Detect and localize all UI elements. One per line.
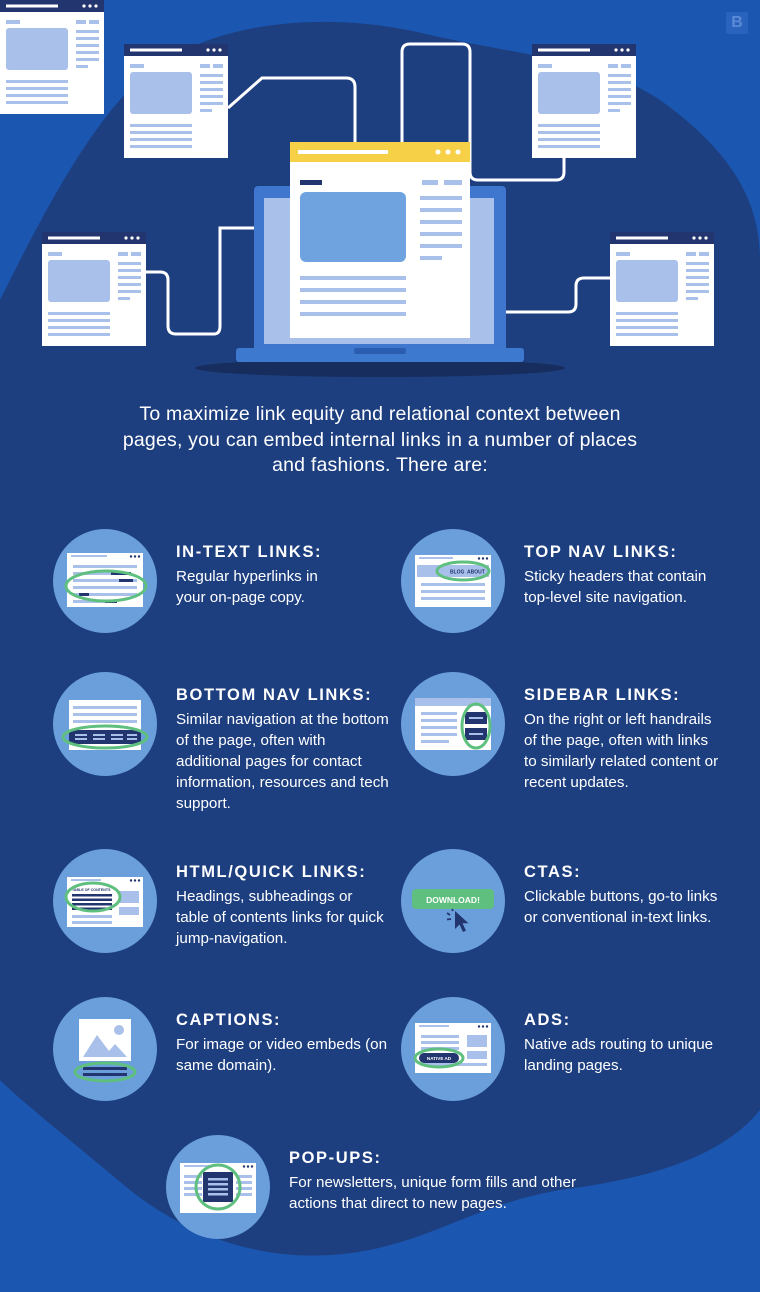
- item-description: Headings, subheadings or table of conten…: [176, 888, 384, 947]
- icon-label-blog: BLOG: [450, 570, 465, 576]
- item-title: SIDEBAR LINKS:: [524, 686, 681, 704]
- item-title: ADS:: [524, 1011, 571, 1029]
- image-caption-icon: [53, 997, 157, 1101]
- icon-label-about: ABOUT: [467, 570, 485, 576]
- item-description: Regular hyperlinks in your on-page copy.: [176, 568, 318, 606]
- download-button-icon: DOWNLOAD!: [401, 849, 505, 953]
- item-description: On the right or left handrails of the pa…: [524, 711, 719, 791]
- item-title: HTML/QUICK LINKS:: [176, 863, 367, 881]
- item-title: CAPTIONS:: [176, 1011, 282, 1029]
- icon-label-table-of-contents: TABLE OF CONTENTS: [72, 888, 111, 892]
- popup-icon: [166, 1135, 270, 1239]
- item-description: Native ads routing to unique landing pag…: [524, 1036, 714, 1074]
- intro-text: To maximize link equity and relational c…: [122, 403, 638, 476]
- network-of-pages-illustration: [0, 0, 714, 377]
- item-description: For newsletters, unique form fills and o…: [289, 1174, 577, 1212]
- bottom-nav-links-icon: [53, 672, 157, 776]
- table-of-contents-icon: TABLE OF CONTENTS: [53, 849, 157, 953]
- item-description: Clickable buttons, go-to links or conven…: [524, 888, 718, 926]
- item-title: BOTTOM NAV LINKS:: [176, 686, 373, 704]
- in-text-links-icon: [53, 529, 157, 633]
- sidebar-links-icon: [401, 672, 505, 776]
- item-description: Sticky headers that contain top-level si…: [524, 568, 707, 606]
- icon-label-download: DOWNLOAD!: [426, 895, 480, 905]
- icon-label-native-ad: NATIVE AD: [427, 1056, 452, 1061]
- brand-logo: B: [726, 12, 748, 34]
- item-title: IN-TEXT LINKS:: [176, 543, 323, 561]
- item-title: TOP NAV LINKS:: [524, 543, 678, 561]
- top-nav-links-icon: BLOG ABOUT: [401, 529, 505, 633]
- item-title: CTAS:: [524, 863, 582, 881]
- item-description: For image or video embeds (on same domai…: [176, 1036, 388, 1074]
- item-description: Similar navigation at the bottom of the …: [176, 711, 389, 812]
- native-ad-icon: NATIVE AD: [401, 997, 505, 1101]
- item-title: POP-UPS:: [289, 1149, 382, 1167]
